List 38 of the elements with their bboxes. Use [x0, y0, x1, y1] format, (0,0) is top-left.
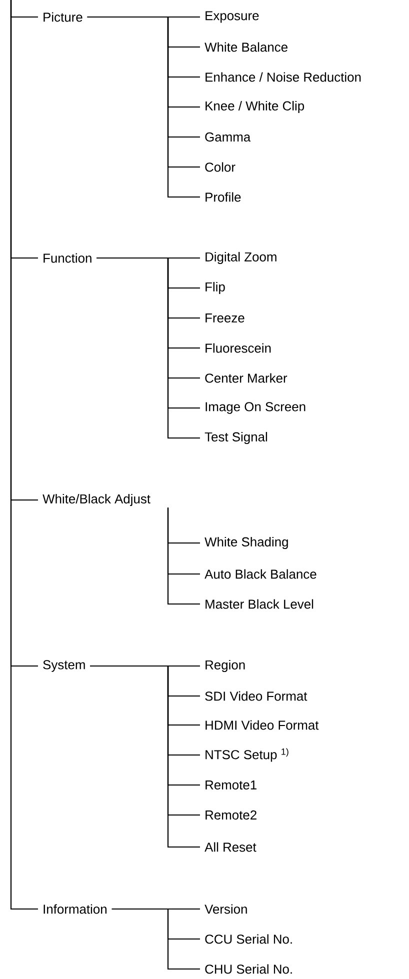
menu-item-label: Knee / White Clip — [206, 100, 304, 114]
menu-item-label: Version — [204, 904, 247, 914]
menu-item-label: Enhance / Noise Reduction — [206, 72, 361, 82]
category-label: Picture — [44, 12, 82, 22]
menu-item-label: White Balance — [204, 42, 288, 52]
menu-item-label: White Shading — [204, 536, 288, 550]
menu-item-label: Gamma — [205, 132, 251, 142]
menu-item-label: Digital Zoom — [206, 252, 276, 264]
category-label: Function — [44, 253, 92, 263]
menu-item-label: All Reset — [204, 842, 256, 852]
category-label: System — [43, 660, 85, 672]
tree-line — [167, 508, 200, 605]
category-label: White/Black Adjust — [42, 494, 150, 506]
menu-item-label: Exposure — [206, 11, 259, 23]
tree-line — [10, 0, 38, 910]
menu-item-label: Remote2 — [206, 810, 256, 820]
tree-line — [96, 257, 200, 439]
menu-item-label: CCU Serial No. — [205, 934, 292, 944]
menu-item-label: Flip — [206, 282, 225, 294]
menu-item-label: Profile — [206, 192, 241, 202]
menu-item-label: Freeze — [206, 314, 244, 323]
menu-item-label: CHU Serial No. — [205, 964, 292, 974]
menu-item-label: Auto Black Balance — [204, 569, 316, 579]
menu-item-label: Remote1 — [206, 780, 256, 790]
menu-item-label: HDMI Video Format — [206, 720, 319, 730]
menu-item-label: Master Black Level — [206, 599, 314, 609]
menu-item-label: Test Signal — [204, 432, 268, 444]
menu-item-label: Center Marker — [205, 373, 288, 383]
tree-line — [87, 16, 200, 198]
menu-item-label: Image On Screen — [206, 402, 306, 414]
category-label: Information — [44, 904, 106, 914]
tree-line — [90, 665, 200, 848]
menu-item-label: NTSC Setup $^{1)}$ — [206, 748, 288, 762]
menu-item-label: Fluorescein — [206, 343, 271, 353]
tree-line — [112, 908, 200, 970]
menu-item-label: SDI Video Format — [205, 691, 308, 701]
menu-item-label: Color — [205, 162, 236, 172]
menu-item-label: Region — [206, 660, 245, 672]
